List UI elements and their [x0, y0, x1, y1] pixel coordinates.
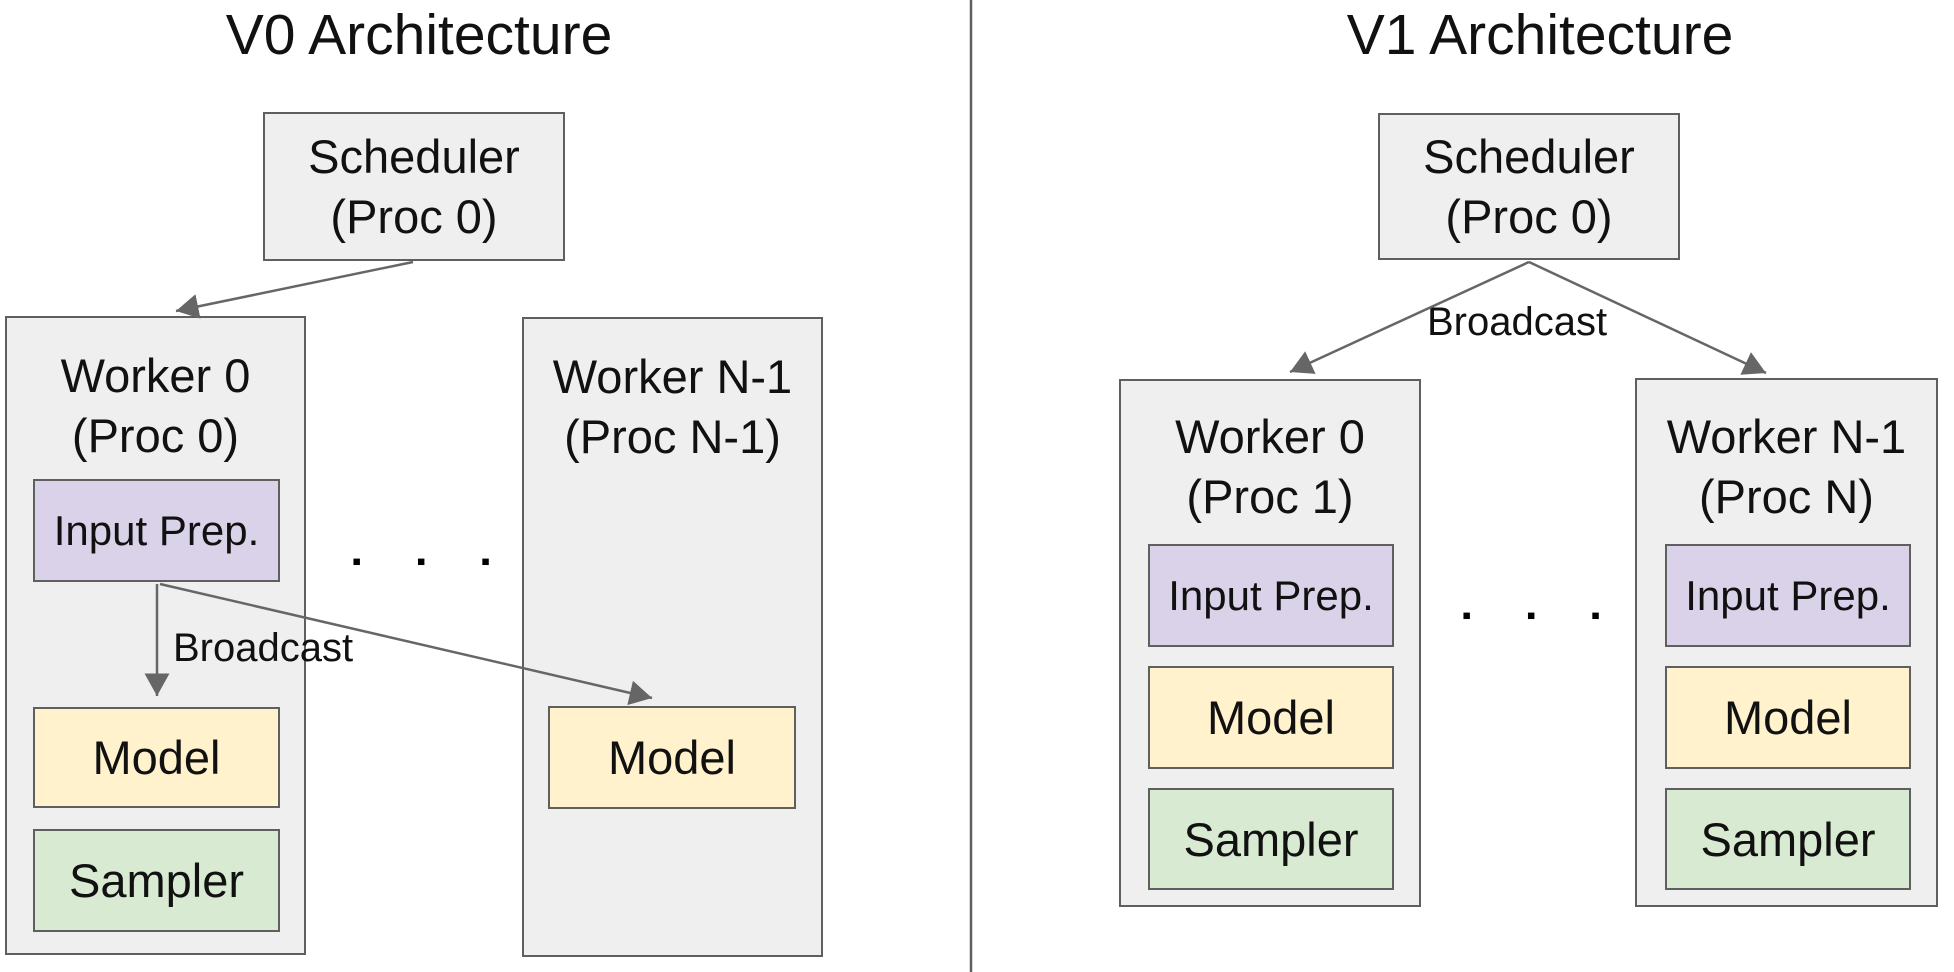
- v1-ellipsis-dots: ▪ ▪ ▪: [1462, 600, 1625, 630]
- v0-panel-title: V0 Architecture: [225, 3, 613, 67]
- v0-workerN-box: Worker N-1 (Proc N-1) Model: [522, 317, 823, 957]
- v1-worker0-model-label: Model: [1206, 691, 1335, 744]
- v1-broadcast-label: Broadcast: [1427, 300, 1608, 344]
- v0-scheduler-to-worker0-arrow: [175, 260, 414, 319]
- v1-scheduler-label-line1: Scheduler: [1423, 129, 1635, 183]
- v0-worker0-input-prep-label: Input Prep.: [53, 506, 260, 554]
- v0-workerN-title-line2: (Proc N-1): [564, 410, 781, 463]
- v0-worker0-title-line1: Worker 0: [60, 349, 251, 402]
- v1-workerN-model-label: Model: [1723, 691, 1852, 744]
- v0-workerN-title-line1: Worker N-1: [552, 350, 793, 403]
- v0-scheduler-label-line1: Scheduler: [308, 129, 520, 183]
- v1-worker0-box: Worker 0 (Proc 1) Input Prep. Model Samp…: [1119, 379, 1421, 907]
- v1-worker0-input-prep-label: Input Prep.: [1168, 571, 1374, 619]
- v1-workerN-title: Worker N-1 (Proc N): [1637, 407, 1936, 527]
- v0-workerN-title: Worker N-1 (Proc N-1): [524, 347, 821, 467]
- v1-panel-title: V1 Architecture: [1346, 3, 1734, 67]
- v1-workerN-sampler-box: Sampler: [1665, 788, 1911, 890]
- v1-workerN-model-box: Model: [1665, 666, 1911, 769]
- v1-workerN-title-line2: (Proc N): [1699, 470, 1874, 523]
- v0-worker0-model-label: Model: [92, 731, 221, 784]
- v1-workerN-title-line1: Worker N-1: [1666, 410, 1907, 463]
- v0-worker0-input-prep-box: Input Prep.: [33, 479, 280, 582]
- v0-worker0-title: Worker 0 (Proc 0): [7, 346, 304, 466]
- v0-scheduler-label-line2: (Proc 0): [330, 189, 498, 243]
- v0-broadcast-label: Broadcast: [173, 626, 354, 670]
- v0-ellipsis-dots: ▪ ▪ ▪: [352, 546, 515, 576]
- v1-worker0-model-box: Model: [1148, 666, 1394, 769]
- v1-worker0-sampler-label: Sampler: [1183, 812, 1359, 866]
- v0-worker0-sampler-box: Sampler: [33, 829, 280, 932]
- v0-scheduler-box: Scheduler (Proc 0): [263, 112, 565, 261]
- v1-workerN-sampler-label: Sampler: [1700, 812, 1876, 866]
- v0-worker0-model-box: Model: [33, 707, 280, 808]
- v1-workerN-box: Worker N-1 (Proc N) Input Prep. Model Sa…: [1635, 378, 1938, 907]
- v1-workerN-input-prep-box: Input Prep.: [1665, 544, 1911, 647]
- v1-worker0-sampler-box: Sampler: [1148, 788, 1394, 890]
- v1-worker0-title-line2: (Proc 1): [1186, 470, 1354, 523]
- v1-scheduler-label-line2: (Proc 0): [1445, 189, 1613, 243]
- v1-worker0-title: Worker 0 (Proc 1): [1121, 407, 1419, 527]
- v0-worker0-title-line2: (Proc 0): [71, 409, 240, 462]
- v1-worker0-input-prep-box: Input Prep.: [1148, 544, 1394, 647]
- v1-workerN-input-prep-label: Input Prep.: [1685, 571, 1891, 619]
- v1-scheduler-box: Scheduler (Proc 0): [1378, 113, 1680, 260]
- v0-worker0-sampler-label: Sampler: [68, 854, 244, 907]
- v1-worker0-title-line1: Worker 0: [1175, 410, 1365, 463]
- v0-workerN-model-box: Model: [548, 706, 796, 809]
- v0-workerN-model-label: Model: [607, 731, 736, 784]
